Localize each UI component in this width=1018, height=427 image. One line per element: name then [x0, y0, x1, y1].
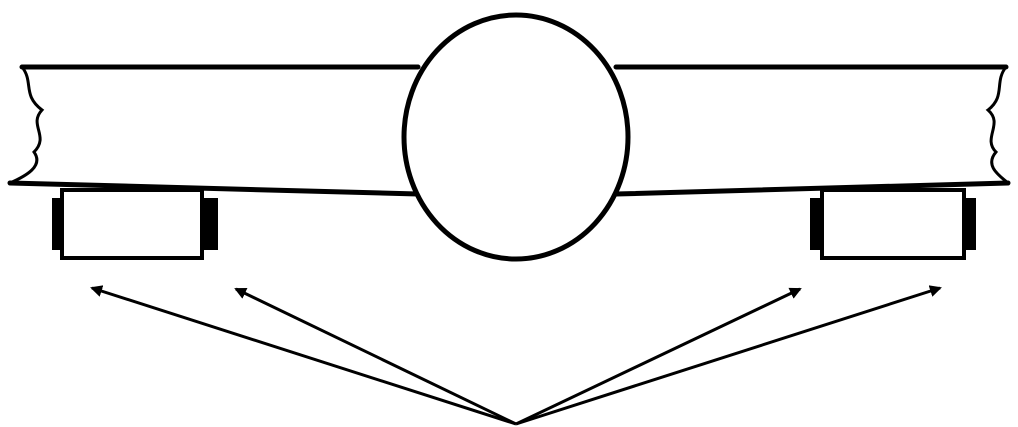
right-block-icon [810, 188, 976, 260]
arrow-group [90, 285, 942, 426]
beam-icon [7, 64, 1011, 197]
left-block-icon [52, 188, 218, 260]
right-block-body [820, 188, 966, 260]
right-block-end-cap-right [962, 198, 976, 250]
beam-left-break [9, 66, 45, 185]
center-circle-icon [401, 12, 631, 262]
left-block-end-cap-right [200, 198, 218, 250]
beam-right-break [985, 66, 1009, 185]
arrow-icon [515, 287, 802, 426]
right-block-end-cap-left [810, 198, 824, 250]
arrow-icon [90, 285, 517, 426]
arrow-icon [234, 287, 517, 426]
beam-bottom-edge [7, 180, 1011, 197]
left-block-end-cap-left [52, 198, 64, 250]
arrow-icon [515, 285, 942, 426]
left-block-body [60, 188, 204, 260]
